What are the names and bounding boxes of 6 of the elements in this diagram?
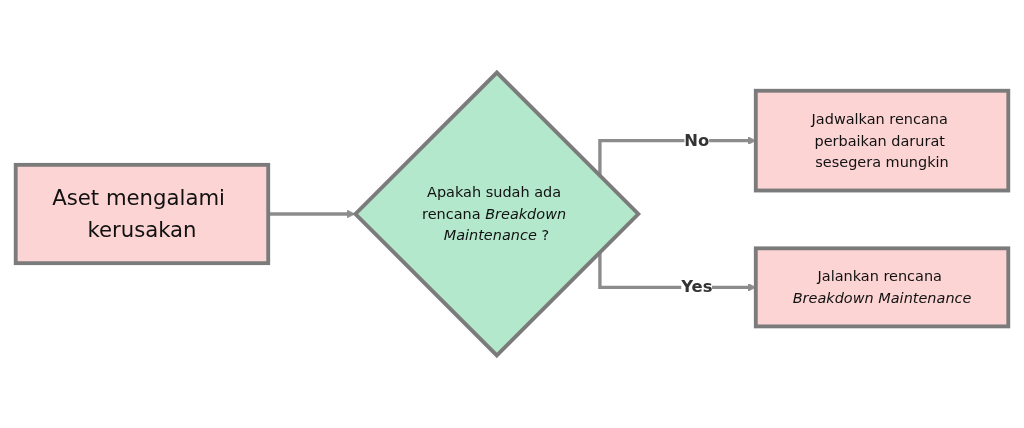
- edge-label: Yes: [681, 277, 713, 297]
- edge-label: No: [684, 130, 710, 150]
- node-box: Jalankan rencana Breakdown Maintenance: [753, 246, 1011, 329]
- node-box: Aset mengalami kerusakan: [13, 162, 271, 266]
- node-box: Jadwalkan rencana perbaikan darurat sesegera mungkin: [753, 88, 1011, 193]
- node-diamond: Apakah sudah ada rencana Breakdown Maintenance ?: [352, 69, 642, 359]
